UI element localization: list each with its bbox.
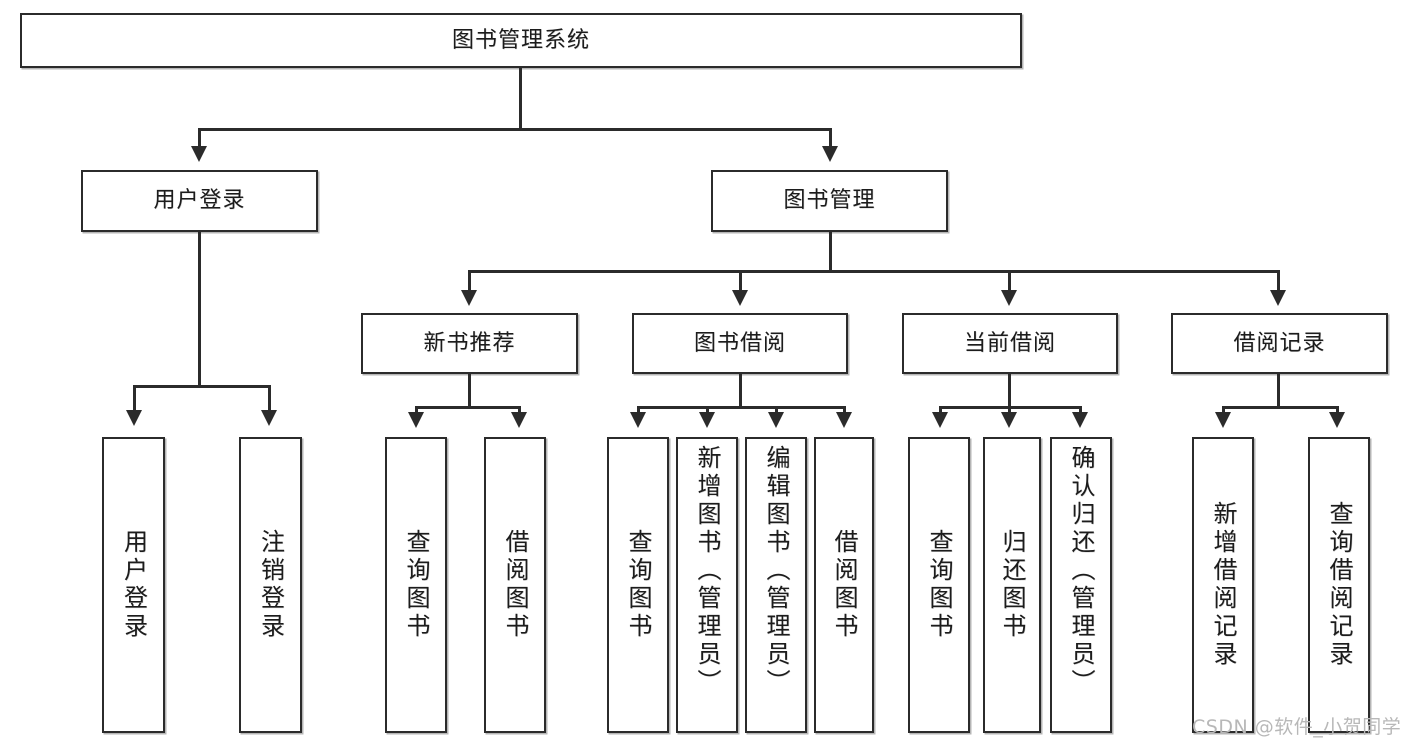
arrowhead-to-borrow-book	[836, 412, 852, 428]
leaf-confirm-return-admin[interactable]: 确认归还（管理员）	[1050, 437, 1112, 733]
node-user-login[interactable]: 用户登录	[81, 170, 318, 232]
leaf-label: 用户登录	[119, 529, 148, 641]
connector-level3-drop-2	[739, 270, 742, 292]
leaf-label: 查询图书	[925, 529, 953, 641]
connector-new-book-stem	[468, 374, 471, 408]
connector-user-login-drop-2	[268, 385, 271, 413]
arrowhead-to-borrow-record	[1270, 290, 1286, 306]
node-book-management[interactable]: 图书管理	[711, 170, 948, 232]
connector-current-borrow-stem	[1008, 374, 1011, 408]
arrowhead-to-book-management	[822, 146, 838, 162]
connector-new-book-drop-1	[415, 406, 418, 414]
leaf-label: 借阅图书	[501, 529, 529, 641]
leaf-label: 注销登录	[256, 529, 285, 641]
node-label: 图书借阅	[693, 330, 786, 356]
leaf-return-book[interactable]: 归还图书	[983, 437, 1041, 733]
arrowhead-to-user-login	[191, 146, 207, 162]
connector-book-borrow-drop-2	[706, 406, 709, 414]
node-label: 图书管理系统	[451, 27, 590, 53]
arrowhead-to-query-book	[630, 412, 646, 428]
connector-level3-drop-3	[1008, 270, 1011, 292]
leaf-label: 归还图书	[998, 529, 1026, 641]
connector-user-login-stem	[198, 232, 201, 387]
node-label: 用户登录	[153, 188, 246, 214]
connector-level2-left-drop	[198, 128, 201, 148]
node-label: 当前借阅	[963, 330, 1056, 356]
arrowhead-to-logout-leaf	[261, 410, 277, 426]
arrowhead-to-add-record	[1215, 412, 1231, 428]
connector-level3-drop-4	[1277, 270, 1280, 292]
node-new-book-recommend[interactable]: 新书推荐	[361, 313, 578, 374]
leaf-label: 查询借阅记录	[1325, 501, 1353, 669]
connector-level2-bus	[198, 128, 832, 131]
connector-borrow-record-drop-2	[1336, 406, 1339, 414]
connector-book-borrow-drop-3	[775, 406, 778, 414]
arrowhead-to-query-book-new	[408, 412, 424, 428]
node-current-borrow[interactable]: 当前借阅	[902, 313, 1118, 374]
leaf-label: 借阅图书	[830, 529, 858, 641]
node-book-borrow[interactable]: 图书借阅	[632, 313, 848, 374]
connector-new-book-bus	[415, 406, 521, 409]
arrowhead-to-book-borrow	[732, 290, 748, 306]
connector-book-borrow-drop-4	[843, 406, 846, 414]
arrowhead-to-confirm-return	[1072, 412, 1088, 428]
connector-new-book-drop-2	[518, 406, 521, 414]
connector-root-stem	[519, 68, 522, 130]
leaf-label: 编辑图书（管理员）	[762, 445, 790, 697]
leaf-logout[interactable]: 注销登录	[239, 437, 302, 733]
connector-book-borrow-bus	[637, 406, 844, 409]
arrowhead-to-add-book	[699, 412, 715, 428]
connector-borrow-record-drop-1	[1222, 406, 1225, 414]
arrowhead-to-query-current	[932, 412, 948, 428]
connector-current-borrow-drop-2	[1008, 406, 1011, 414]
arrowhead-to-edit-book	[768, 412, 784, 428]
leaf-borrow-book[interactable]: 借阅图书	[814, 437, 874, 733]
leaf-query-book-current[interactable]: 查询图书	[908, 437, 970, 733]
leaf-query-book[interactable]: 查询图书	[607, 437, 669, 733]
node-label: 借阅记录	[1233, 330, 1326, 356]
arrowhead-to-new-book	[461, 290, 477, 306]
leaf-label: 新增借阅记录	[1209, 501, 1237, 669]
leaf-borrow-book-newbook[interactable]: 借阅图书	[484, 437, 546, 733]
connector-level3-bus	[468, 270, 1280, 273]
node-borrow-record[interactable]: 借阅记录	[1171, 313, 1388, 374]
leaf-label: 确认归还（管理员）	[1067, 445, 1095, 697]
leaf-add-book-admin[interactable]: 新增图书（管理员）	[676, 437, 738, 733]
leaf-query-borrow-record[interactable]: 查询借阅记录	[1308, 437, 1370, 733]
node-book-management-system[interactable]: 图书管理系统	[20, 13, 1022, 68]
leaf-edit-book-admin[interactable]: 编辑图书（管理员）	[745, 437, 807, 733]
leaf-query-book-newbook[interactable]: 查询图书	[385, 437, 447, 733]
arrowhead-to-query-record	[1329, 412, 1345, 428]
node-label: 新书推荐	[423, 330, 516, 356]
leaf-user-login[interactable]: 用户登录	[102, 437, 165, 733]
arrowhead-to-return-book	[1001, 412, 1017, 428]
connector-borrow-record-bus	[1222, 406, 1339, 409]
connector-level2-right-drop	[829, 128, 832, 148]
arrowhead-to-current-borrow	[1001, 290, 1017, 306]
leaf-label: 新增图书（管理员）	[693, 445, 721, 697]
connector-level3-drop-1	[468, 270, 471, 292]
connector-current-borrow-drop-1	[939, 406, 942, 414]
connector-current-borrow-drop-3	[1079, 406, 1082, 414]
connector-book-borrow-stem	[739, 374, 742, 408]
arrowhead-to-borrow-book-new	[511, 412, 527, 428]
connector-book-borrow-drop-1	[637, 406, 640, 414]
arrowhead-to-user-login-leaf	[126, 410, 142, 426]
node-label: 图书管理	[783, 188, 876, 214]
leaf-label: 查询图书	[402, 529, 430, 641]
watermark: CSDN @软件_小贺同学	[1192, 716, 1402, 738]
connector-borrow-record-stem	[1277, 374, 1280, 408]
connector-user-login-drop-1	[133, 385, 136, 413]
leaf-add-borrow-record[interactable]: 新增借阅记录	[1192, 437, 1254, 733]
connector-book-management-stem	[829, 232, 832, 272]
leaf-label: 查询图书	[624, 529, 652, 641]
connector-user-login-bus	[133, 385, 271, 388]
